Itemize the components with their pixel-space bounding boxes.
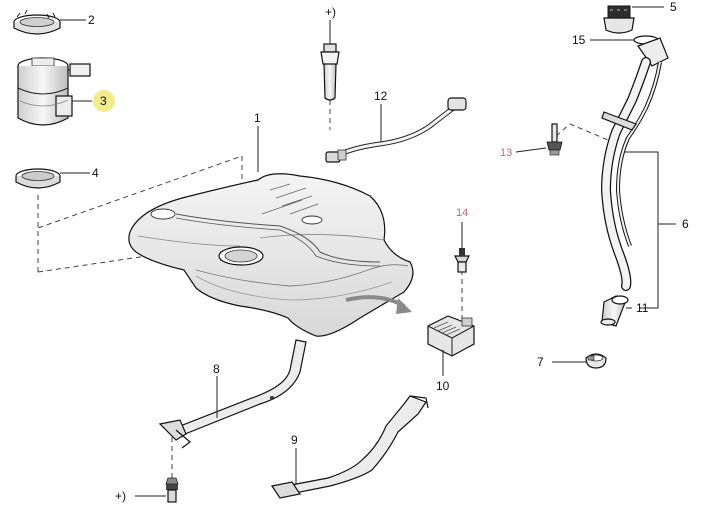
- callout-7: 7: [537, 355, 544, 369]
- callout-12: 12: [374, 89, 388, 103]
- tank-strap-8[interactable]: [158, 339, 307, 449]
- clip-screw-14[interactable]: [454, 248, 470, 273]
- tank-strap-9[interactable]: [271, 395, 429, 499]
- control-module[interactable]: [427, 315, 475, 357]
- callout-8: 8: [213, 362, 220, 376]
- callout-3-highlight: [93, 90, 115, 112]
- direction-arrow: [345, 295, 412, 314]
- callout-5: 5: [670, 0, 677, 14]
- callout-plus-top: +): [325, 5, 336, 19]
- callout-11: 11: [636, 301, 649, 315]
- callout-14: 14: [456, 207, 468, 219]
- sealing-ring[interactable]: [15, 168, 61, 189]
- callout-3: 3: [100, 94, 107, 108]
- callout-10: 10: [436, 379, 450, 393]
- callout-1: 1: [254, 111, 261, 125]
- callout-6: 6: [682, 217, 689, 231]
- callout-15: 15: [572, 33, 586, 47]
- fuel-pump-module[interactable]: [17, 57, 91, 126]
- vent-hose[interactable]: [325, 97, 467, 163]
- callout-labels: 2 3 4 1 +) 12 14 10 8 9 +) 13 5 15 6 11 …: [88, 0, 689, 503]
- filler-cap[interactable]: [603, 5, 635, 34]
- callout-9: 9: [291, 433, 298, 447]
- callout-4: 4: [92, 166, 99, 180]
- locking-ring[interactable]: [13, 9, 61, 35]
- leader-lines: [60, 6, 676, 497]
- hose-clamp[interactable]: [585, 353, 607, 369]
- callout-plus-bottom: +): [115, 489, 126, 503]
- filler-pipe[interactable]: [600, 37, 669, 291]
- breather-valve[interactable]: [320, 43, 340, 101]
- fuel-tank[interactable]: [128, 173, 414, 337]
- callout-2: 2: [88, 13, 95, 27]
- mounting-bolt[interactable]: [165, 477, 179, 503]
- callout-13: 13: [500, 147, 512, 159]
- connecting-hose[interactable]: [600, 295, 629, 327]
- screw-13[interactable]: [546, 123, 563, 156]
